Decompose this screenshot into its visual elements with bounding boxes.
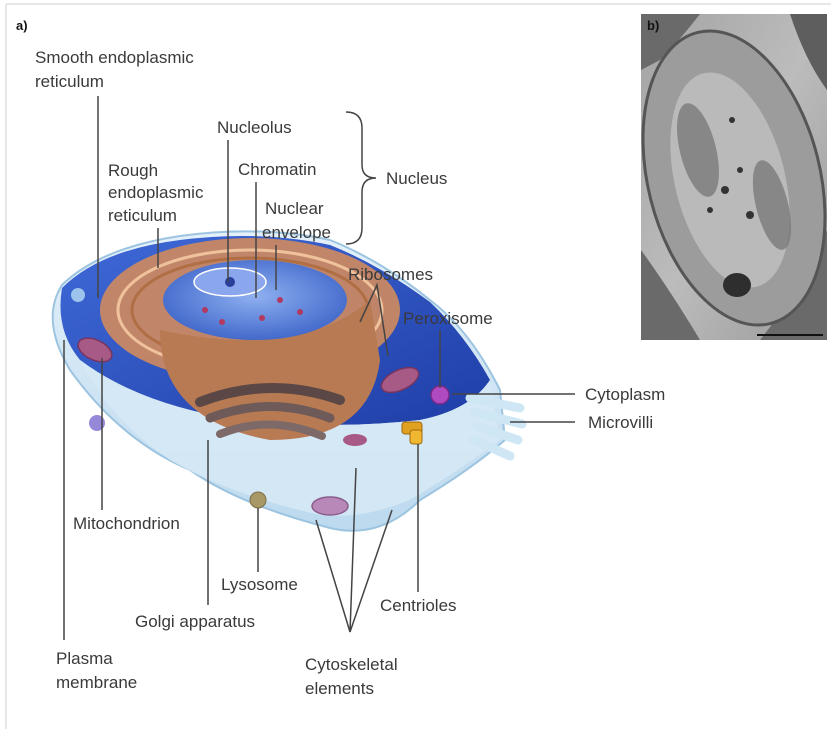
panel-b-label: b) xyxy=(647,18,659,33)
label-chromatin: Chromatin xyxy=(238,160,316,179)
nucleolus-core xyxy=(225,277,235,287)
label-nuclear-envelope-line1: Nuclear xyxy=(265,199,324,218)
chromatin-spot xyxy=(219,319,225,325)
label-rough-er-line1: Rough xyxy=(108,161,158,180)
chromatin-spot xyxy=(259,315,265,321)
peroxisome xyxy=(431,386,449,404)
label-rough-er-line2: endoplasmic xyxy=(108,183,204,202)
label-smooth-er-line1: Smooth endoplasmic xyxy=(35,48,194,67)
vesicle xyxy=(71,288,85,302)
mitochondrion xyxy=(312,497,348,515)
chromatin-spot xyxy=(297,309,303,315)
micrograph-granule xyxy=(721,186,729,194)
centriole xyxy=(410,430,422,444)
cell-illustration xyxy=(53,231,522,530)
lysosome xyxy=(250,492,266,508)
label-cytoplasm: Cytoplasm xyxy=(585,385,665,404)
nucleus-bracket xyxy=(346,112,376,244)
label-lysosome: Lysosome xyxy=(221,575,298,594)
label-plasma-membrane-line1: Plasma xyxy=(56,649,113,668)
label-plasma-membrane-line2: membrane xyxy=(56,673,137,692)
label-nucleolus: Nucleolus xyxy=(217,118,292,137)
mitochondrion xyxy=(343,434,367,446)
label-nucleus: Nucleus xyxy=(386,169,447,188)
label-ribosomes: Ribosomes xyxy=(348,265,433,284)
micrograph-panel: b) xyxy=(614,12,831,345)
label-cytoskeletal-line2: elements xyxy=(305,679,374,698)
micrograph-granule xyxy=(737,167,743,173)
micrograph-dark-body xyxy=(723,273,751,297)
panel-a-label: a) xyxy=(16,18,28,33)
label-peroxisome: Peroxisome xyxy=(403,309,493,328)
micrograph-granule xyxy=(746,211,754,219)
label-microvilli: Microvilli xyxy=(588,413,653,432)
label-cytoskeletal-line1: Cytoskeletal xyxy=(305,655,398,674)
label-nuclear-envelope-line2: envelope xyxy=(262,223,331,242)
chromatin-spot xyxy=(202,307,208,313)
chromatin-spot xyxy=(277,297,283,303)
label-centrioles: Centrioles xyxy=(380,596,457,615)
label-rough-er-line3: reticulum xyxy=(108,206,177,225)
label-golgi-apparatus: Golgi apparatus xyxy=(135,612,255,631)
label-mitochondrion: Mitochondrion xyxy=(73,514,180,533)
label-smooth-er-line2: reticulum xyxy=(35,72,104,91)
micrograph-granule xyxy=(707,207,713,213)
micrograph-granule xyxy=(729,117,735,123)
